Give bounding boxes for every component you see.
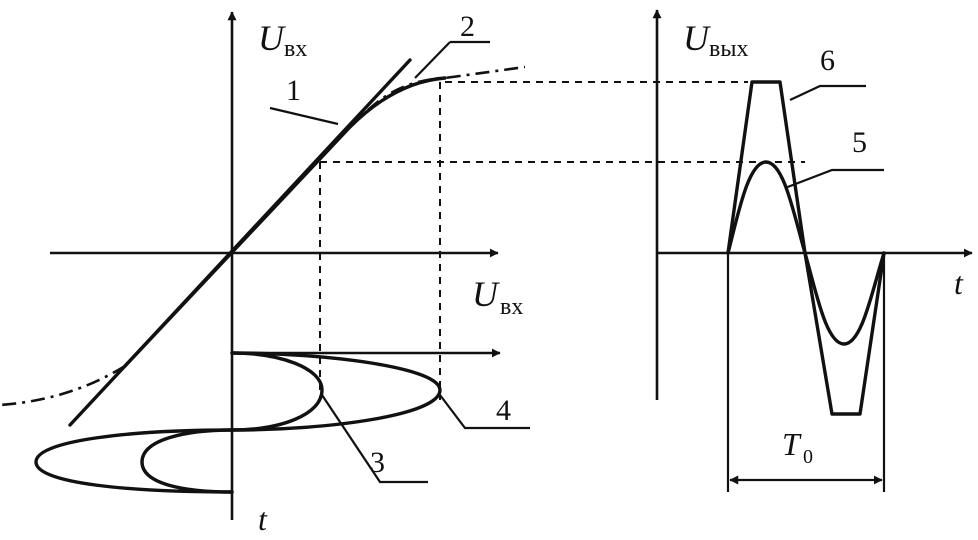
u-in-axis-label-sub: вх [500,294,523,320]
t-label-right: t [954,265,964,301]
period-label-sub: 0 [803,446,813,468]
curve-6-clipped-output [726,80,886,416]
u-out-label-sub: вых [709,36,748,62]
curve-5-label: 5 [852,126,867,159]
curve-2-saturating [123,76,447,368]
u-in-label-sub: вх [284,36,307,62]
leader-6 [789,84,866,101]
curve-2-saturation-lower [0,364,126,407]
curve-6-label: 6 [820,44,835,77]
curve-2-label: 2 [460,10,475,43]
period-label-main: T [782,426,802,462]
curve-3-label: 3 [370,446,385,479]
leader-4 [439,394,530,430]
t-label-bottom: t [258,501,268,537]
u-out-label-main: U [683,18,711,58]
leader-2 [414,41,451,79]
curve-4-label: 4 [496,394,511,427]
leader-1 [269,106,339,126]
u-in-axis-label-main: U [472,274,500,314]
u-in-label-main: U [258,18,286,58]
leader-5 [784,168,884,190]
leader-3 [321,394,428,484]
curve-4-large-input [34,351,442,494]
curve-1-label: 1 [286,74,301,107]
curve-2-saturation-upper [367,65,526,111]
